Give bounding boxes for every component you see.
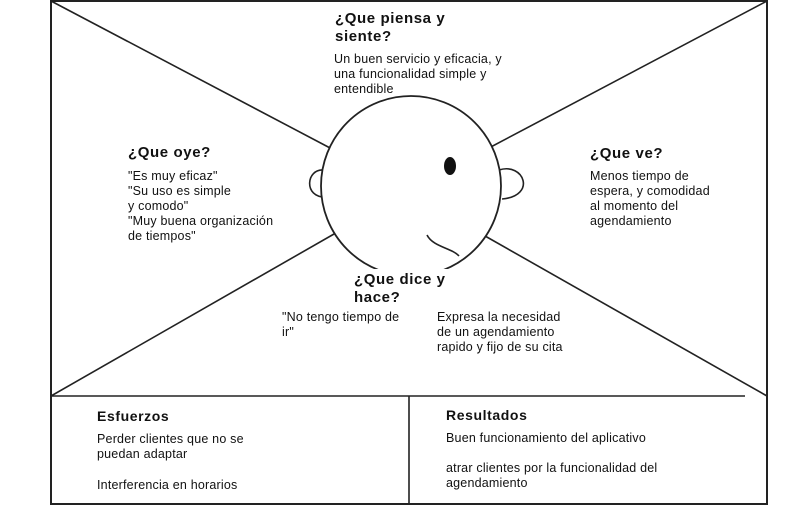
left-body-line: y comodo" — [128, 199, 189, 213]
esfuerzos-item-line: Interferencia en horarios — [97, 478, 238, 492]
bottom-heading-line: hace? — [354, 289, 401, 306]
left-ear-icon — [308, 169, 327, 198]
resultados-item-line: atrar clientes por la funcionalidad del — [446, 461, 658, 475]
left-body-line: de tiempos" — [128, 229, 196, 243]
esfuerzos-item: Interferencia en horarios — [97, 478, 238, 493]
resultados-item-line: agendamiento — [446, 476, 528, 490]
top-heading: ¿Que piensa y siente? — [335, 10, 445, 46]
resultados-heading: Resultados — [446, 407, 528, 423]
diagonal-top-right — [486, 0, 768, 150]
left-body-line: "Muy buena organización — [128, 214, 274, 228]
bottom-does-line: Expresa la necesidad — [437, 310, 561, 324]
bottom-does-line: de un agendamiento — [437, 325, 555, 339]
esfuerzos-item: Perder clientes que no se puedan adaptar — [97, 432, 244, 462]
top-heading-line: siente? — [335, 28, 392, 45]
right-body-line: al momento del — [590, 199, 679, 213]
bottom-says-line: "No tengo tiempo de — [282, 310, 400, 324]
bottom-does-line: rapido y fijo de su cita — [437, 340, 563, 354]
top-text-background — [330, 4, 526, 102]
bottom-heading-background — [350, 269, 456, 307]
head-circle — [320, 95, 502, 277]
left-heading: ¿Que oye? — [128, 144, 211, 161]
mouth-icon — [426, 234, 460, 257]
esfuerzos-heading: Esfuerzos — [97, 408, 170, 424]
right-body-line: agendamiento — [590, 214, 672, 228]
bottom-says: "No tengo tiempo de ir" — [282, 310, 399, 340]
resultados-item: atrar clientes por la funcionalidad del … — [446, 461, 657, 491]
bottom-says-line: ir" — [282, 325, 294, 339]
right-body: Menos tiempo de espera, y comodidad al m… — [590, 169, 710, 229]
diagonal-bottom-right — [477, 231, 768, 397]
right-heading: ¿Que ve? — [590, 145, 664, 162]
esfuerzos-item-line: puedan adaptar — [97, 447, 188, 461]
esfuerzos-item-line: Perder clientes que no se — [97, 432, 244, 446]
left-body-line: "Es muy eficaz" — [128, 169, 218, 183]
top-heading-line: ¿Que piensa y — [335, 10, 446, 27]
top-body-line: entendible — [334, 82, 394, 96]
resultados-item: Buen funcionamiento del aplicativo — [446, 431, 646, 446]
diagonal-bottom-left — [50, 229, 342, 397]
right-body-line: espera, y comodidad — [590, 184, 710, 198]
right-ear-icon — [498, 167, 525, 200]
top-body: Un buen servicio y eficacia, y una funci… — [334, 52, 502, 97]
top-body-line: Un buen servicio y eficacia, y — [334, 52, 502, 66]
eye-icon — [444, 157, 456, 175]
bottom-does: Expresa la necesidad de un agendamiento … — [437, 310, 563, 355]
right-body-line: Menos tiempo de — [590, 169, 689, 183]
diagonal-top-left — [50, 0, 333, 150]
resultados-item-line: Buen funcionamiento del aplicativo — [446, 431, 646, 445]
bottom-heading-line: ¿Que dice y — [354, 271, 446, 288]
left-body: "Es muy eficaz" "Su uso es simple y como… — [128, 169, 273, 244]
bottom-heading: ¿Que dice y hace? — [354, 271, 446, 307]
left-body-line: "Su uso es simple — [128, 184, 232, 198]
top-body-line: una funcionalidad simple y — [334, 67, 487, 81]
